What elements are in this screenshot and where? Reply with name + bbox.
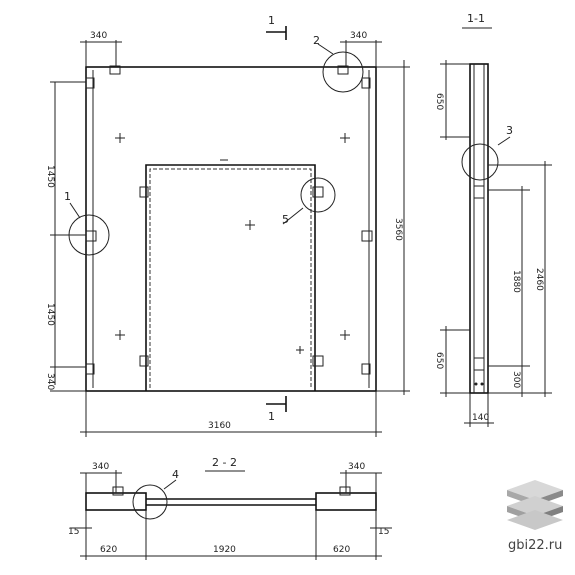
plan-left-block [85,492,147,511]
dim-plan-seg1: 620 [100,545,117,555]
watermark-site[interactable]: gbi22.ru [508,538,563,553]
front-view: 1 2 5 1 1 340 340 1450 1450 340 3560 [45,14,410,437]
dim-plan-right-340: 340 [348,462,365,472]
cut-1-top [266,26,287,40]
callout-circle-4 [132,484,168,520]
dim-plan-left-340: 340 [92,462,109,472]
section-1-1: 1-1 3 650 650 1880 2460 300 1 [434,12,552,427]
dim-left-upper: 1450 [45,165,55,188]
cut-label-1-top: 1 [268,14,275,27]
cut-label-1-bottom: 1 [268,410,275,423]
callout-circle-3 [461,143,499,181]
cut-1-bottom [266,396,287,412]
dim-top-left: 340 [90,31,107,41]
dim-left-lower: 1450 [45,303,55,326]
callout-4: 4 [172,468,179,481]
dim-top-right: 340 [350,31,367,41]
section-outline [469,63,489,394]
dim-width-total: 3160 [208,421,231,431]
dim-plan-left-15: 15 [68,527,79,537]
stacked-slabs-logo [507,480,563,530]
plan-right-block [315,492,377,511]
dim-sec-bottom: 650 [434,352,444,369]
dim-sec-thick: 140 [472,413,489,423]
callout-5: 5 [282,213,289,226]
dim-sec-h1: 1880 [511,270,521,293]
embedded-parts [85,65,373,375]
callout-1: 1 [64,190,71,203]
callout-circle-2 [322,51,364,93]
dim-plan-right-15: 15 [378,527,389,537]
dim-sec-top: 650 [434,93,444,110]
section-title-2-2: 2 - 2 [212,456,237,469]
section-title-1-1: 1-1 [467,12,485,25]
callout-2: 2 [313,34,320,47]
dim-sec-h2: 2460 [534,268,544,291]
dim-plan-seg2: 1920 [213,545,236,555]
door-opening [145,164,316,391]
panel-outline [85,66,377,392]
lifting-marks [115,133,350,354]
dim-sec-h3: 300 [511,371,521,388]
door-inner-dashed [149,168,312,388]
dim-left-bottom: 340 [45,373,55,390]
section-2-2: 2 - 2 4 340 340 15 15 620 1920 620 [68,456,392,560]
callout-circle-5 [300,177,336,213]
dim-right-total: 3560 [393,218,403,241]
callout-3: 3 [506,124,513,137]
dim-plan-seg3: 620 [333,545,350,555]
